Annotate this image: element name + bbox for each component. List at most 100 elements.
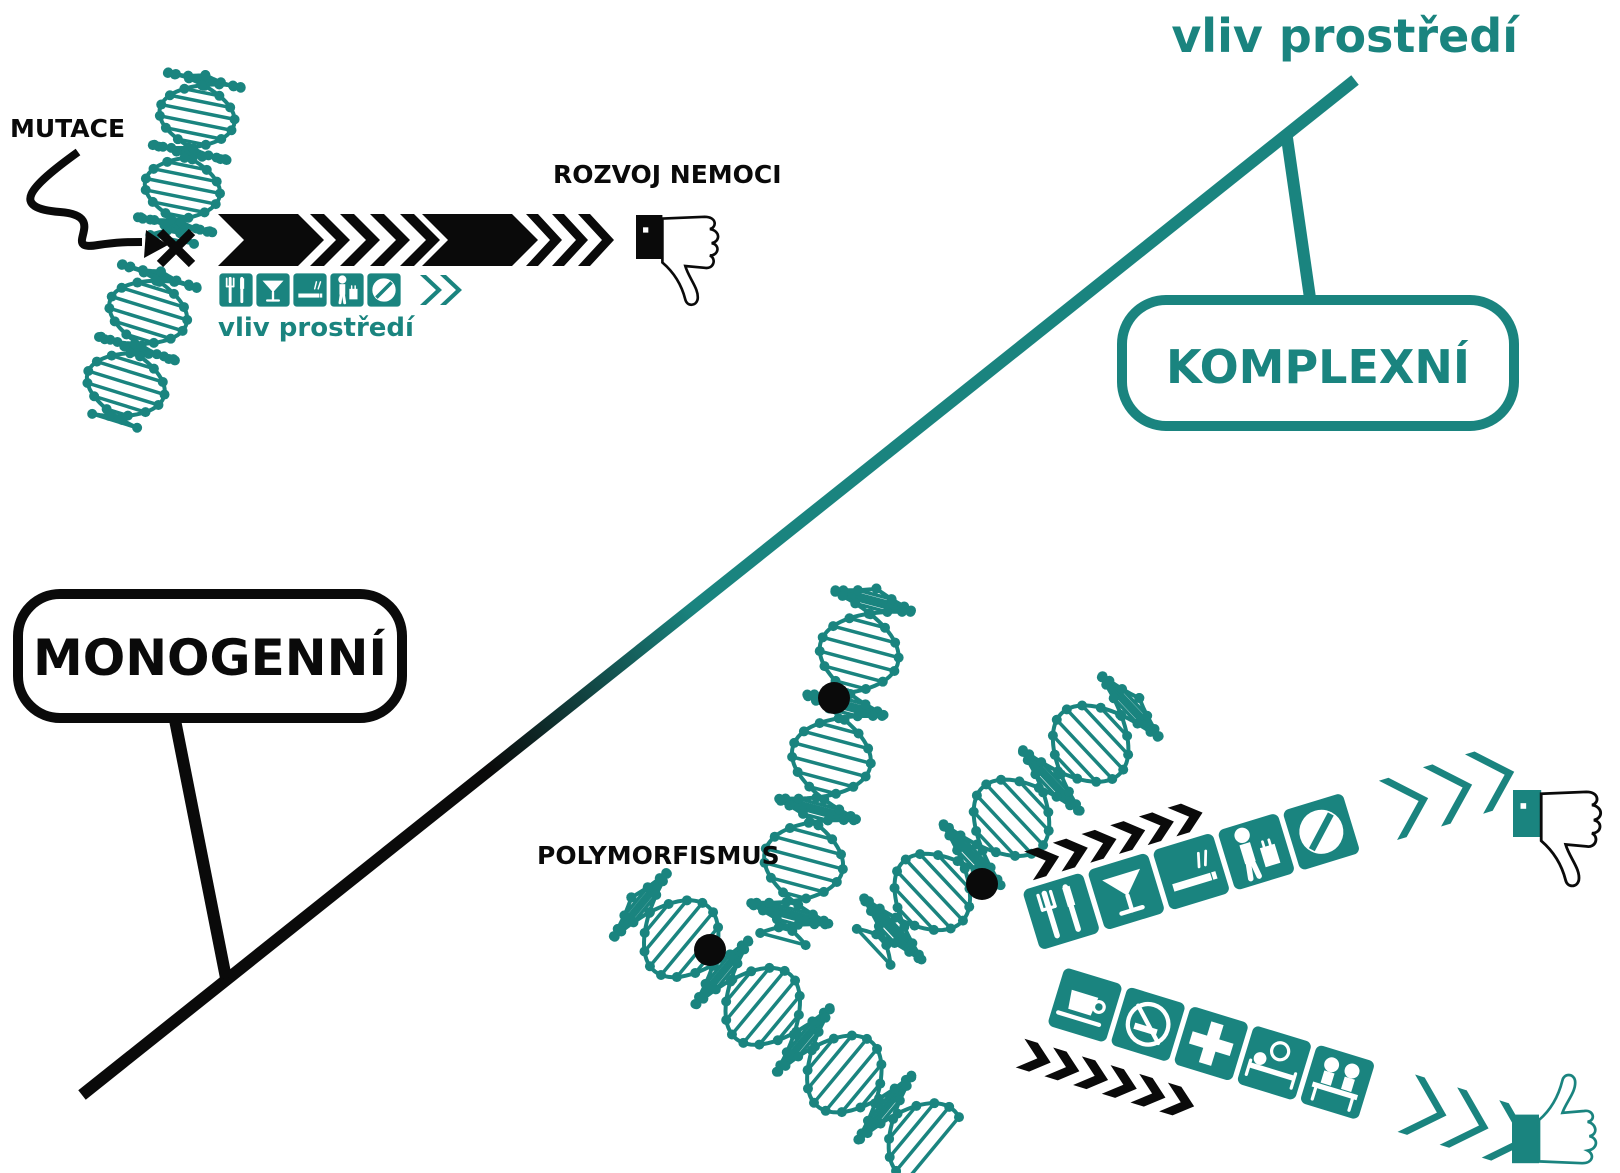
base-pair xyxy=(1100,676,1159,738)
nucleotide-dot xyxy=(807,909,818,920)
nucleotide-dot xyxy=(852,585,863,596)
complex-label: KOMPLEXNÍ xyxy=(1166,340,1470,394)
mutation-cross-icon xyxy=(156,228,196,268)
nucleotide-dot xyxy=(907,938,918,949)
nucleotide-dot xyxy=(135,212,146,223)
glyph-circle xyxy=(1253,1052,1267,1065)
nucleotide-dot xyxy=(781,1047,792,1058)
glyph-rect xyxy=(1172,872,1213,892)
nucleotide-dot xyxy=(793,793,804,804)
glyph-line xyxy=(317,281,322,290)
nucleotide-dot xyxy=(188,143,199,154)
nucleotide-dot xyxy=(865,906,876,917)
chevron-small xyxy=(552,214,588,266)
hand xyxy=(1539,790,1603,888)
nucleotide-dot xyxy=(140,173,151,184)
nucleotide-dot xyxy=(790,975,801,986)
chevron-small xyxy=(526,214,562,266)
glyph-rect xyxy=(1062,885,1076,907)
base-pair xyxy=(904,858,965,922)
nucleotide-dot xyxy=(168,354,179,365)
base-pair xyxy=(770,876,825,894)
base-pair xyxy=(111,353,155,371)
base-pair xyxy=(842,588,905,609)
nucleotide-dot xyxy=(764,897,775,908)
glyph-line xyxy=(1056,1010,1102,1028)
nucleotide-dot xyxy=(754,1039,765,1050)
nucleotide-dot xyxy=(1022,755,1033,766)
nucleotide-dot xyxy=(162,156,173,167)
chevron-large xyxy=(218,214,324,266)
nucleotide-dot xyxy=(850,598,861,609)
nucleotide-dot xyxy=(210,199,221,210)
chevron-small xyxy=(370,214,410,266)
nucleotide-dot xyxy=(116,282,127,293)
nucleotide-dot xyxy=(721,996,732,1007)
nucleotide-dot xyxy=(822,815,833,826)
dna-helix-lower xyxy=(82,259,202,433)
nucleotide-dot xyxy=(708,907,719,918)
chevron-small xyxy=(1101,1065,1137,1098)
nucleotide-dot xyxy=(814,718,825,729)
nucleotide-dot xyxy=(83,365,94,376)
nucleotide-dot xyxy=(888,1113,899,1124)
nucleotide-dot xyxy=(154,110,165,121)
base-pair xyxy=(803,729,869,751)
glyph-circle xyxy=(1091,1000,1106,1014)
nucleotide-dot xyxy=(892,866,903,877)
nucleotide-dot xyxy=(904,946,915,957)
thumbs-up-icon xyxy=(1512,1073,1598,1165)
base-pair xyxy=(643,902,670,934)
base-pair xyxy=(788,803,845,822)
nucleotide-dot xyxy=(165,333,176,344)
nucleotide-dot xyxy=(1065,800,1076,811)
nucleotide-dot xyxy=(199,207,210,218)
glyph-line xyxy=(1196,851,1201,869)
nucleotide-dot xyxy=(855,1102,866,1113)
cuff-dot xyxy=(1520,803,1527,809)
chevron-small xyxy=(1159,1082,1195,1116)
nucleotide-dot xyxy=(944,1101,955,1112)
nucleotide-dot xyxy=(828,621,839,632)
nucleotide-dot xyxy=(848,815,859,826)
nucleotide-dot xyxy=(157,141,168,152)
base-pair xyxy=(866,1084,909,1135)
medical-cross-icon xyxy=(1171,1003,1251,1084)
nucleotide-dot xyxy=(125,348,136,359)
nucleotide-dot xyxy=(135,351,146,362)
thumbs-up-glyph xyxy=(1512,1073,1598,1165)
glyph-circle xyxy=(1344,1063,1360,1079)
nucleotide-dot xyxy=(959,863,970,874)
polymorphism-label: POLYMORFISMUS xyxy=(537,841,780,870)
nucleotide-dot xyxy=(793,899,804,910)
base-pair xyxy=(895,870,952,930)
nucleotide-dot xyxy=(183,73,194,84)
nucleotide-dot xyxy=(225,102,236,113)
nucleotide-dot xyxy=(681,895,692,906)
base-pair xyxy=(108,306,184,333)
nucleotide-dot xyxy=(889,665,900,676)
nucleotide-dot xyxy=(813,820,824,831)
nucleotide-dot xyxy=(800,940,811,951)
nucleotide-dot xyxy=(905,606,916,617)
base-pair xyxy=(984,783,1045,847)
nucleotide-dot xyxy=(1118,764,1129,775)
base-pair xyxy=(910,1116,961,1173)
nucleotide-dot xyxy=(1014,776,1025,787)
nucleotide-dot xyxy=(860,699,871,710)
base-pair xyxy=(1026,758,1072,807)
nucleotide-dot xyxy=(808,1097,819,1108)
thumbs-down-glyph xyxy=(1513,790,1603,888)
thumbs-down-glyph xyxy=(636,215,720,307)
nucleotide-dot xyxy=(1107,773,1118,784)
nucleotide-dot xyxy=(955,830,966,841)
nucleotide-dot xyxy=(143,348,154,359)
disease-label: ROZVOJ NEMOCI xyxy=(553,160,782,189)
nucleotide-dot xyxy=(807,1016,818,1027)
nucleotide-dot xyxy=(639,946,650,957)
glyph-line xyxy=(1203,849,1208,867)
base-pair xyxy=(834,590,911,614)
nucleotide-dot xyxy=(875,1118,886,1129)
nucleotide-dot xyxy=(145,214,156,225)
